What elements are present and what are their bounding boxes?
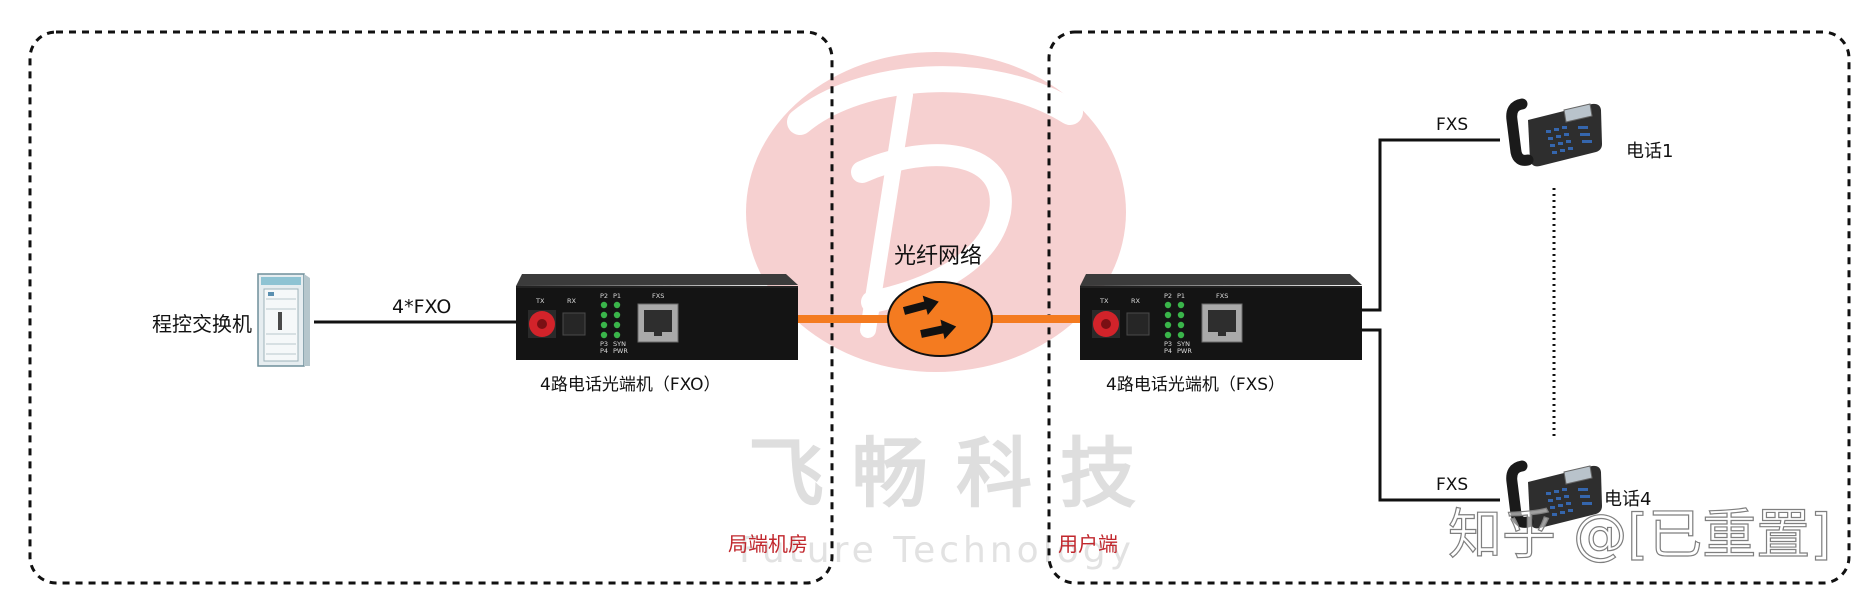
led-indicator	[1164, 321, 1172, 329]
led-indicator	[600, 301, 608, 309]
phone-4-line-label: FXS	[1436, 475, 1468, 495]
rj11-port	[1201, 303, 1243, 343]
led-indicator	[600, 311, 608, 319]
led-indicator	[1177, 331, 1185, 339]
led-label: P1	[1177, 292, 1185, 300]
led-label: SYN	[613, 340, 626, 348]
fxs-transceiver-icon: TX RX P2 P1 P3 SYN P4 PWR FXS	[1080, 274, 1362, 360]
central-office-label: 局端机房	[728, 532, 808, 556]
phone-1-line-label: FXS	[1436, 115, 1468, 135]
led-label: P2	[1164, 292, 1172, 300]
led-indicator	[1177, 311, 1185, 319]
phone-1-label: 电话1	[1626, 141, 1673, 162]
pbx-label: 程控交换机	[152, 312, 252, 336]
central-office-region	[28, 30, 834, 585]
fxo-transceiver-icon: TX RX P2 P1 P3 SYN P4 PWR FXS	[516, 274, 798, 360]
led-label: P2	[600, 292, 608, 300]
phone-1-line	[1362, 138, 1500, 312]
tx-label: TX	[1099, 297, 1109, 305]
tx-fiber-connector	[1092, 310, 1120, 338]
led-label: P4	[600, 347, 608, 355]
led-label: SYN	[1177, 340, 1190, 348]
desk-phone-icon	[1506, 460, 1602, 529]
led-indicator	[613, 331, 621, 339]
watermark-company-cn: 飞畅科技	[748, 429, 1164, 518]
led-indicator	[1164, 311, 1172, 319]
rx-label: RX	[1131, 297, 1141, 305]
tx-label: TX	[535, 297, 545, 305]
rx-label: RX	[567, 297, 577, 305]
zhihu-watermark: 知乎 @[已重置]	[1448, 503, 1831, 566]
fxo-device-label: 4路电话光端机（FXO）	[540, 375, 721, 395]
company-logo-watermark	[746, 52, 1126, 372]
led-label: P3	[600, 340, 608, 348]
led-label: PWR	[613, 347, 628, 355]
user-side-label: 用户端	[1058, 532, 1118, 556]
led-indicator	[613, 301, 621, 309]
led-label: PWR	[1177, 347, 1192, 355]
arrow-right-icon	[902, 295, 939, 315]
rx-fiber-port	[562, 312, 586, 336]
device-top-face	[1080, 274, 1362, 286]
watermark-company-en: Future Technology	[739, 530, 1135, 571]
arrow-right-icon	[920, 319, 957, 340]
led-label: P4	[1164, 347, 1172, 355]
fxo-link-label: 4*FXO	[392, 296, 451, 318]
rx-fiber-port	[1126, 312, 1150, 336]
fxs-device-label: 4路电话光端机（FXS）	[1106, 375, 1285, 395]
fiber-network-label: 光纤网络	[894, 244, 982, 269]
port-label: FXS	[652, 292, 664, 300]
port-label: FXS	[1216, 292, 1228, 300]
led-indicator	[600, 321, 608, 329]
phone-4-label: 电话4	[1604, 489, 1651, 510]
device-top-face	[516, 274, 798, 286]
led-indicator	[613, 321, 621, 329]
desk-phone-icon	[1506, 98, 1602, 167]
led-indicator	[1177, 321, 1185, 329]
led-indicator	[1177, 301, 1185, 309]
rj11-port	[637, 303, 679, 343]
tx-fiber-connector	[528, 310, 556, 338]
led-indicator	[1164, 331, 1172, 339]
user-side-region	[1047, 30, 1851, 585]
phone-4-line	[1362, 328, 1500, 502]
led-indicator	[613, 311, 621, 319]
led-indicator	[600, 331, 608, 339]
pbx-cabinet-icon	[257, 273, 310, 367]
led-indicator	[1164, 301, 1172, 309]
led-label: P3	[1164, 340, 1172, 348]
led-label: P1	[613, 292, 621, 300]
fiber-network-globe-icon	[887, 281, 993, 357]
